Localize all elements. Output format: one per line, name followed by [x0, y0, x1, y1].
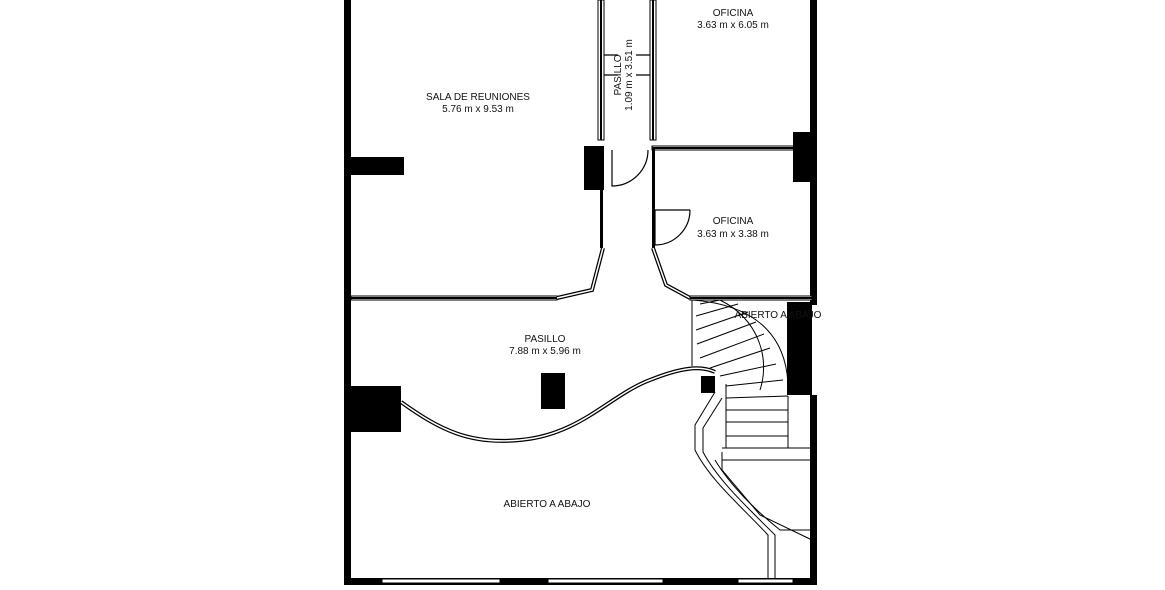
- room-dimensions: 3.63 m x 6.05 m: [697, 20, 769, 31]
- outer-walls: [344, 0, 817, 585]
- room-name: OFICINA: [713, 216, 754, 227]
- room-name: OFICINA: [713, 8, 754, 19]
- west-wall: [344, 0, 351, 584]
- east-wall-lower: [810, 395, 817, 584]
- room-dimensions: 1.09 m x 3.51 m: [624, 39, 635, 111]
- staircase: [691, 299, 813, 578]
- door: [654, 209, 691, 246]
- room-dimensions: 3.63 m x 3.38 m: [697, 229, 769, 240]
- interior-walls: [350, 0, 813, 395]
- column: [350, 157, 404, 175]
- door: [611, 149, 649, 187]
- window: [737, 578, 794, 584]
- column: [787, 302, 812, 395]
- column: [350, 386, 401, 432]
- open-below-label: ABIERTO A ABAJO: [735, 310, 822, 321]
- room-dimensions: 7.88 m x 5.96 m: [509, 346, 581, 357]
- room-name: PASILLO: [525, 334, 566, 345]
- window: [547, 578, 664, 584]
- room-name: PASILLO: [613, 54, 624, 95]
- column: [541, 373, 565, 409]
- east-wall-upper: [810, 0, 817, 305]
- window: [381, 578, 501, 584]
- column: [793, 132, 813, 182]
- open-below-label: ABIERTO A ABAJO: [504, 499, 591, 510]
- room-dimensions: 5.76 m x 9.53 m: [442, 104, 514, 115]
- room-name: SALA DE REUNIONES: [426, 92, 530, 103]
- column: [584, 146, 604, 190]
- column: [701, 376, 715, 393]
